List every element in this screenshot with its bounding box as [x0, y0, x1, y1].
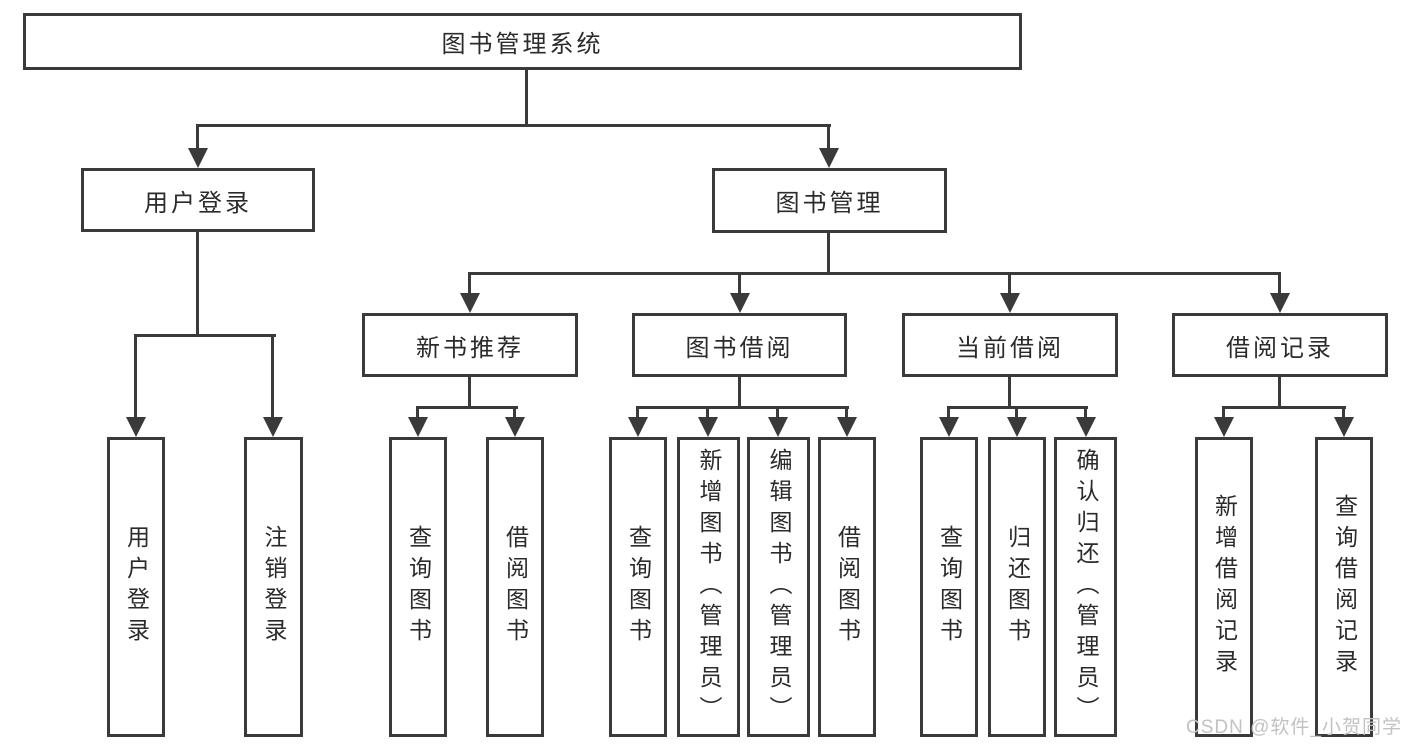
arrowhead-down: [1334, 417, 1354, 437]
connector-line: [513, 406, 516, 420]
connector-line: [827, 233, 830, 274]
connector-line: [1222, 406, 1346, 409]
connector-line: [636, 406, 849, 409]
arrowhead-down: [1270, 293, 1290, 313]
arrowhead-down: [837, 417, 857, 437]
leaf-add-borrow-record: 新增借阅记录: [1195, 437, 1253, 737]
connector-line: [1278, 272, 1281, 295]
connector-line: [1084, 406, 1087, 420]
arrowhead-down: [628, 417, 648, 437]
connector-line: [776, 406, 779, 420]
arrowhead-down: [939, 417, 959, 437]
connector-line: [947, 406, 950, 420]
leaf-query-books-1: 查询图书: [389, 437, 447, 737]
connector-line: [1278, 377, 1281, 409]
connector-line: [196, 124, 199, 150]
leaf-return-books: 归还图书: [988, 437, 1046, 737]
leaf-borrow-books-1: 借阅图书: [486, 437, 544, 737]
connector-line: [468, 377, 471, 409]
arrowhead-down: [460, 293, 480, 313]
connector-line: [468, 272, 1281, 275]
connector-line: [636, 406, 639, 420]
leaf-borrow-books-2: 借阅图书: [818, 437, 876, 737]
arrowhead-down: [263, 417, 283, 437]
connector-line: [196, 124, 831, 127]
node-new-book-recommendation: 新书推荐: [362, 313, 578, 377]
connector-line: [1222, 406, 1225, 420]
connector-line: [738, 377, 741, 409]
connector-line: [1342, 406, 1345, 420]
arrowhead-down: [408, 417, 428, 437]
leaf-add-books-admin: 新增图书（管理员）: [677, 437, 740, 737]
arrowhead-down: [505, 417, 525, 437]
node-borrowing-records: 借阅记录: [1172, 313, 1388, 377]
arrowhead-down: [819, 148, 839, 168]
node-book-management: 图书管理: [712, 168, 947, 233]
arrowhead-down: [1000, 293, 1020, 313]
connector-line: [416, 406, 419, 420]
leaf-confirm-return-admin: 确认归还（管理员）: [1054, 437, 1117, 737]
arrowhead-down: [188, 148, 208, 168]
arrowhead-down: [1076, 417, 1096, 437]
leaf-query-books-2: 查询图书: [609, 437, 667, 737]
connector-line: [845, 406, 848, 420]
arrowhead-down: [768, 417, 788, 437]
connector-line: [1008, 272, 1011, 295]
leaf-query-books-3: 查询图书: [920, 437, 978, 737]
arrowhead-down: [698, 417, 718, 437]
connector-line: [271, 334, 274, 418]
connector-line: [525, 70, 528, 126]
node-user-login: 用户登录: [81, 168, 315, 232]
connector-line: [134, 334, 137, 418]
connector-line: [1015, 406, 1018, 420]
arrowhead-down: [1007, 417, 1027, 437]
arrowhead-down: [1214, 417, 1234, 437]
connector-line: [1008, 377, 1011, 409]
leaf-query-borrow-record: 查询借阅记录: [1315, 437, 1373, 737]
connector-line: [468, 272, 471, 295]
connector-line: [827, 124, 830, 150]
node-current-borrowing: 当前借阅: [902, 313, 1118, 377]
watermark: CSDN @软件_小贺同学: [1186, 717, 1402, 738]
leaf-user-login: 用户登录: [107, 437, 165, 737]
leaf-logout-login: 注销登录: [244, 437, 303, 737]
connector-line: [134, 334, 276, 337]
connector-line: [196, 232, 199, 336]
connector-line: [738, 272, 741, 295]
arrowhead-down: [126, 417, 146, 437]
node-book-borrowing: 图书借阅: [632, 313, 847, 377]
connector-line: [416, 406, 518, 409]
connector-line: [706, 406, 709, 420]
node-library-system: 图书管理系统: [23, 13, 1022, 70]
arrowhead-down: [730, 293, 750, 313]
leaf-edit-books-admin: 编辑图书（管理员）: [747, 437, 810, 737]
